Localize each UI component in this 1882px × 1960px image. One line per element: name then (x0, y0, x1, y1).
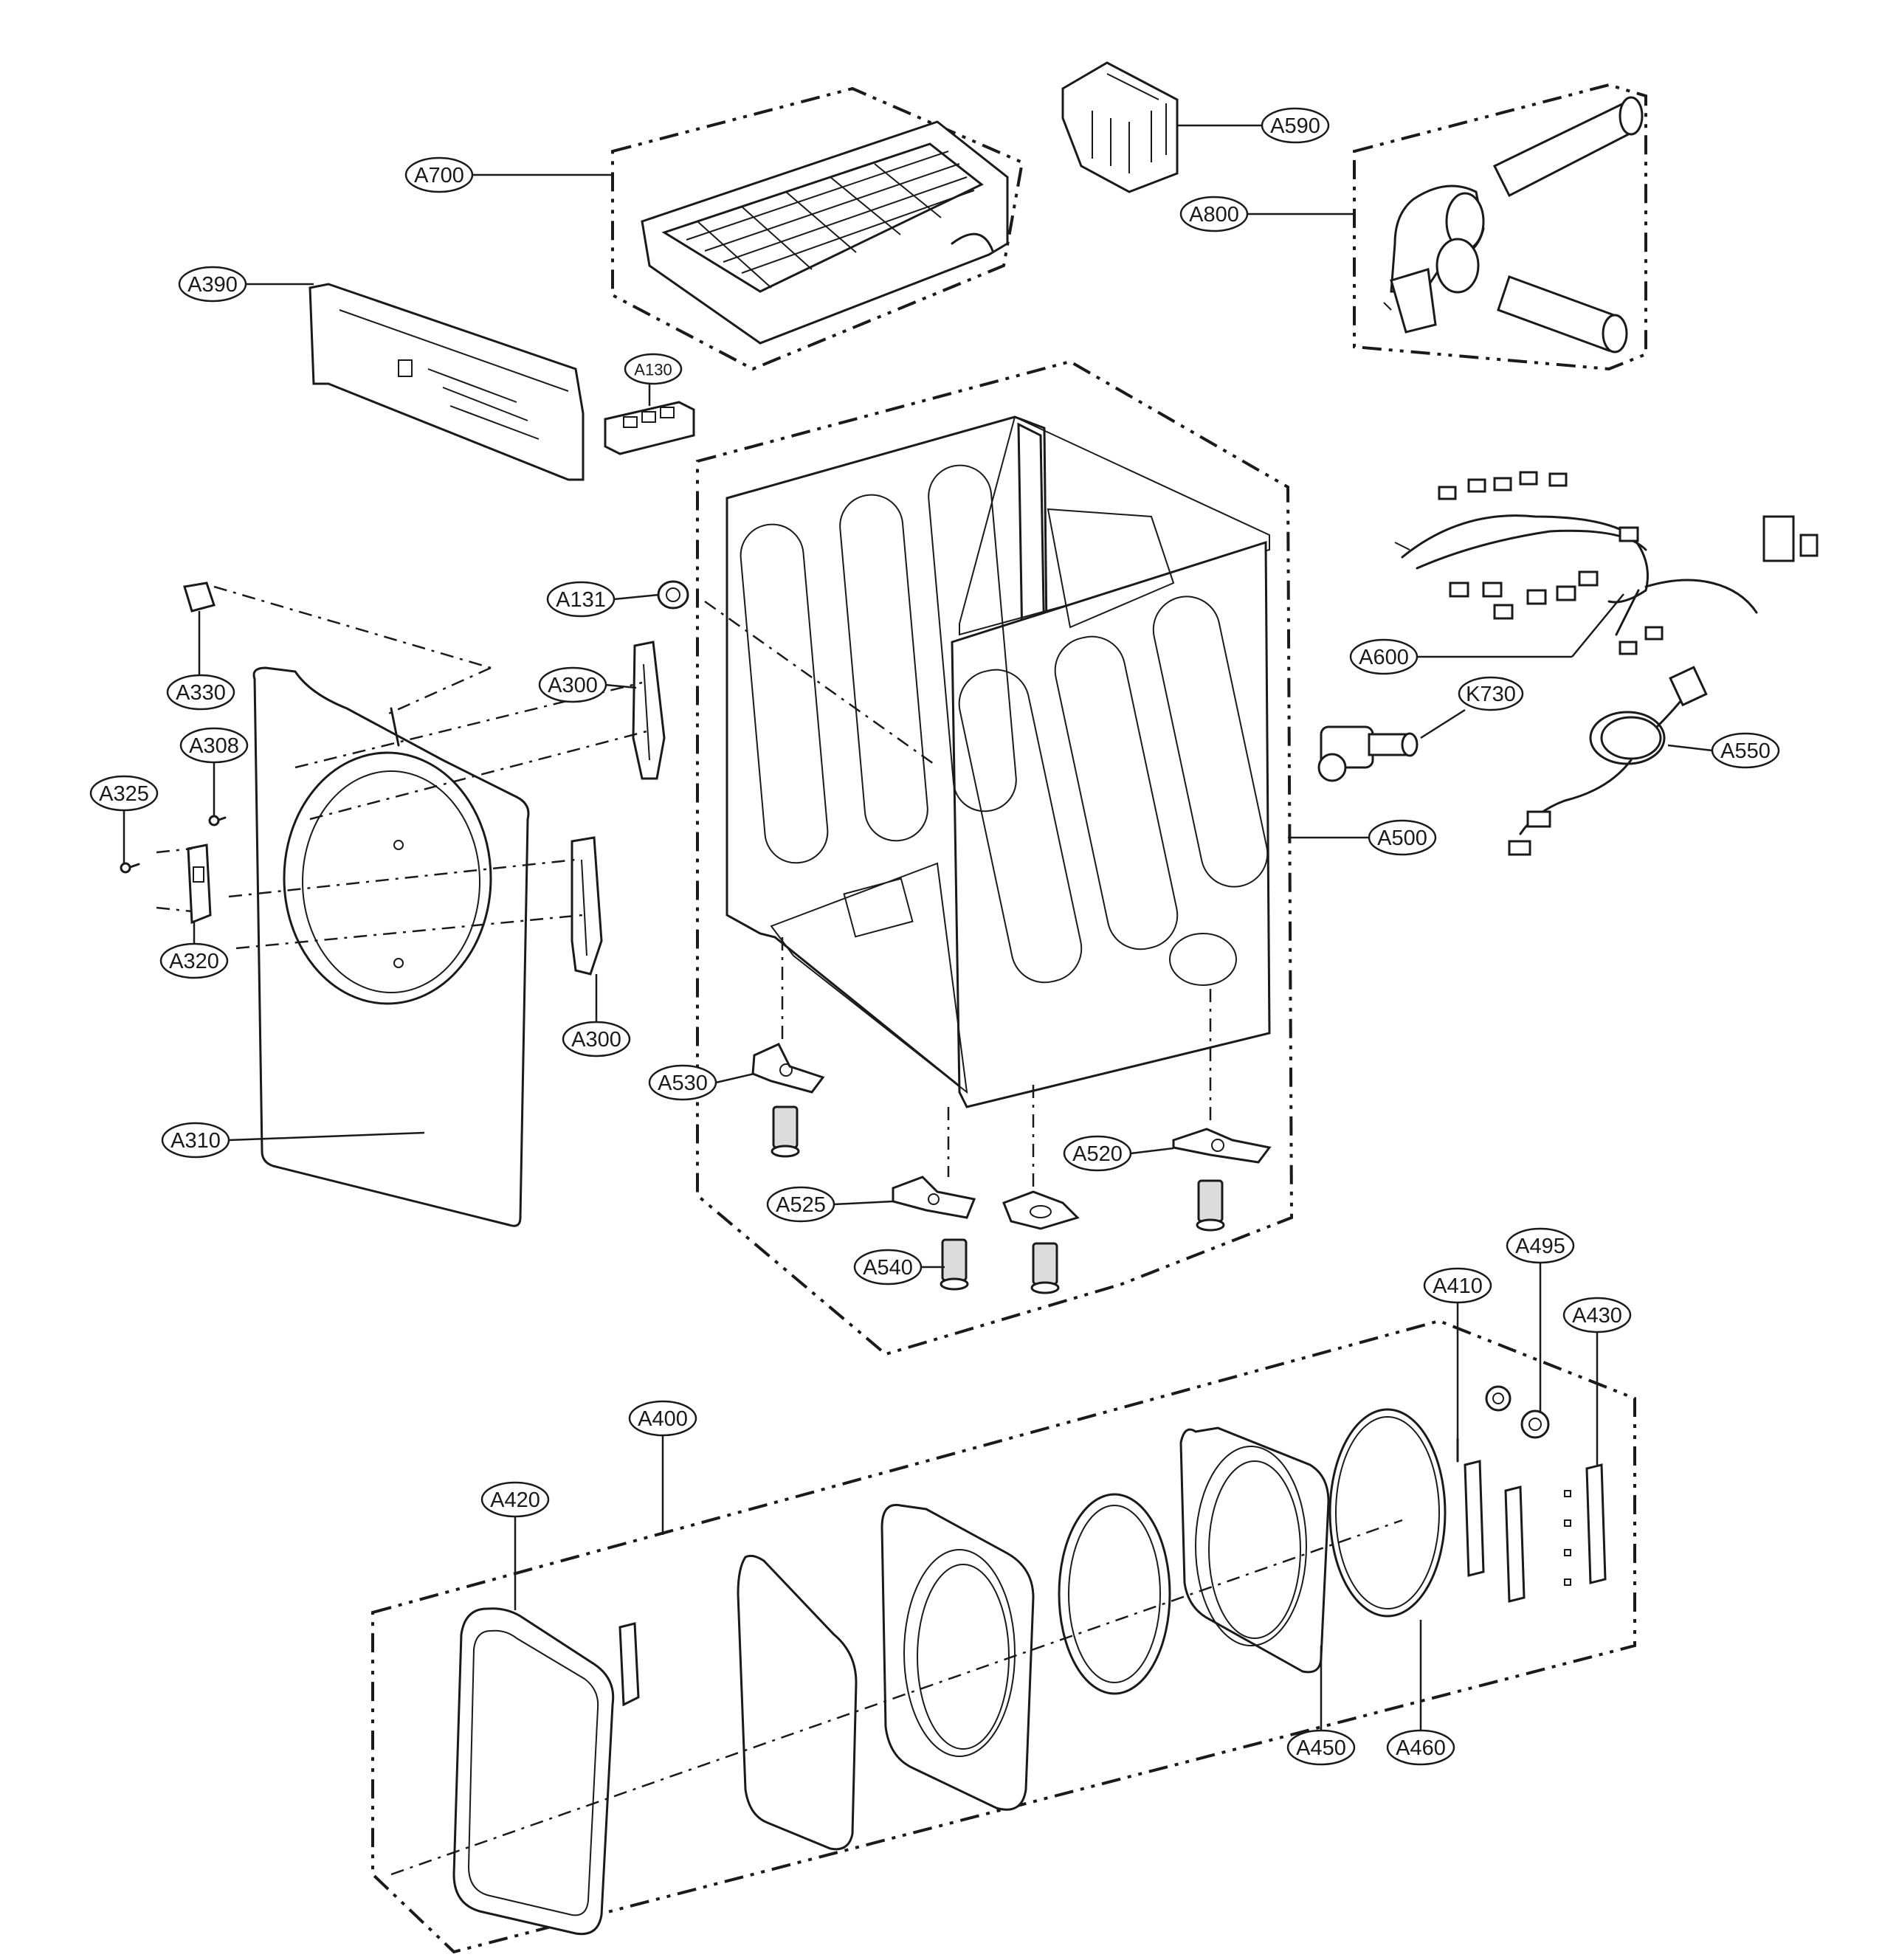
callout-k730-text: K730 (1466, 683, 1516, 706)
callout-a520-text: A520 (1072, 1142, 1123, 1166)
callout-a525: A525 (766, 1186, 835, 1223)
callout-a330: A330 (166, 674, 235, 711)
callout-a550-text: A550 (1720, 739, 1771, 763)
callout-a520: A520 (1063, 1135, 1132, 1172)
part-a130-pcb (604, 401, 695, 455)
part-a420-door-frame (452, 1607, 615, 1936)
callout-a530: A530 (648, 1064, 717, 1101)
callout-a131-text: A131 (556, 588, 606, 612)
part-a700-lint-filter-tray (641, 120, 1009, 345)
part-door-inner-glass (1058, 1493, 1171, 1695)
part-a540-leveling-feet (771, 1105, 1225, 1294)
part-a131-grommet (657, 580, 689, 610)
callout-a410: A410 (1423, 1267, 1492, 1304)
callout-a590: A590 (1261, 107, 1330, 144)
callout-a300-lower-text: A300 (571, 1028, 621, 1052)
callout-a700-text: A700 (414, 164, 464, 187)
callout-k730: K730 (1458, 676, 1524, 711)
callout-a325: A325 (89, 775, 159, 812)
callout-a525-text: A525 (776, 1193, 826, 1217)
callout-a420-text: A420 (490, 1488, 540, 1512)
part-a300-upper-hinge (632, 641, 666, 780)
callout-a310-text: A310 (170, 1129, 221, 1153)
part-center-leg-bracket (1002, 1085, 1080, 1230)
callout-a600-text: A600 (1359, 646, 1409, 669)
callout-a308: A308 (179, 727, 249, 764)
callout-a460-text: A460 (1396, 1736, 1446, 1760)
part-a310-front-panel (252, 666, 530, 1227)
callout-a430: A430 (1562, 1297, 1632, 1333)
callout-a495-text: A495 (1515, 1235, 1565, 1258)
callout-a450: A450 (1286, 1729, 1356, 1766)
part-a320-latch (156, 843, 212, 925)
part-a430-cover-strip (1564, 1463, 1607, 1586)
part-a530-leg-bracket (751, 937, 825, 1094)
callout-a430-text: A430 (1572, 1304, 1622, 1328)
callout-a540-text: A540 (863, 1256, 913, 1280)
callout-a530-text: A530 (658, 1072, 708, 1095)
callout-a320: A320 (159, 942, 229, 979)
door-axis-line (390, 1519, 1403, 1876)
callout-a500: A500 (1368, 819, 1437, 856)
part-door-inner-frame (880, 1503, 1035, 1811)
part-a600-wire-harness (1394, 471, 1819, 655)
callout-a590-text: A590 (1270, 114, 1320, 138)
callout-a131: A131 (546, 581, 616, 618)
callout-a600: A600 (1349, 638, 1419, 675)
callout-a700: A700 (404, 156, 474, 193)
callout-a800-text: A800 (1189, 203, 1239, 227)
label-leaders (123, 124, 1713, 1730)
callout-a550: A550 (1711, 732, 1780, 769)
part-a325-screw (120, 862, 140, 874)
callout-a300-upper: A300 (538, 666, 607, 703)
callout-a450-text: A450 (1296, 1736, 1346, 1760)
group-outline-a700 (611, 86, 1024, 371)
callout-a330-text: A330 (176, 681, 226, 705)
part-a550-power-cord (1508, 666, 1708, 856)
part-a500-cabinet (725, 415, 1271, 1108)
part-a460-door-gasket (1328, 1408, 1447, 1618)
part-door-handle (618, 1622, 640, 1707)
callout-a300-upper-text: A300 (548, 674, 598, 697)
group-outline-a500 (696, 359, 1294, 1356)
callout-a130-text: A130 (634, 361, 672, 379)
callout-a400: A400 (628, 1400, 697, 1437)
callout-a320-text: A320 (169, 950, 219, 973)
part-a800-vent-duct-kit (1383, 96, 1644, 353)
group-outline-a400 (371, 1319, 1636, 1954)
part-a495-knobs (1485, 1385, 1550, 1439)
callout-a390-text: A390 (187, 273, 238, 297)
callout-a300-lower: A300 (562, 1021, 631, 1057)
part-a300-lower-hinge (571, 836, 603, 976)
callout-a325-text: A325 (99, 782, 149, 806)
callout-a500-text: A500 (1377, 827, 1427, 850)
part-a330-switch (183, 582, 492, 717)
part-a450-door-hinge-plate (1179, 1426, 1330, 1674)
group-outline-a800 (1353, 83, 1647, 371)
part-a525-leg-bracket (892, 1107, 976, 1219)
callout-a308-text: A308 (189, 734, 239, 758)
callout-a130: A130 (624, 353, 683, 385)
callout-a420: A420 (480, 1481, 550, 1518)
part-k730-valve (1317, 725, 1419, 782)
part-a390-control-bracket (309, 283, 585, 481)
callout-a410-text: A410 (1433, 1274, 1483, 1298)
callout-a310: A310 (161, 1122, 230, 1159)
part-a520-leg-bracket (1172, 989, 1272, 1164)
callout-a400-text: A400 (638, 1407, 688, 1431)
part-a410-latch-strip (1464, 1460, 1526, 1603)
part-a308-screw (208, 815, 227, 827)
callout-a460: A460 (1386, 1729, 1455, 1766)
part-a590-bracket (1061, 61, 1179, 193)
callout-a800: A800 (1179, 196, 1249, 232)
callout-a540: A540 (853, 1249, 923, 1286)
callout-a495: A495 (1506, 1227, 1575, 1264)
part-door-glass (737, 1554, 858, 1851)
callout-a390: A390 (178, 266, 247, 303)
